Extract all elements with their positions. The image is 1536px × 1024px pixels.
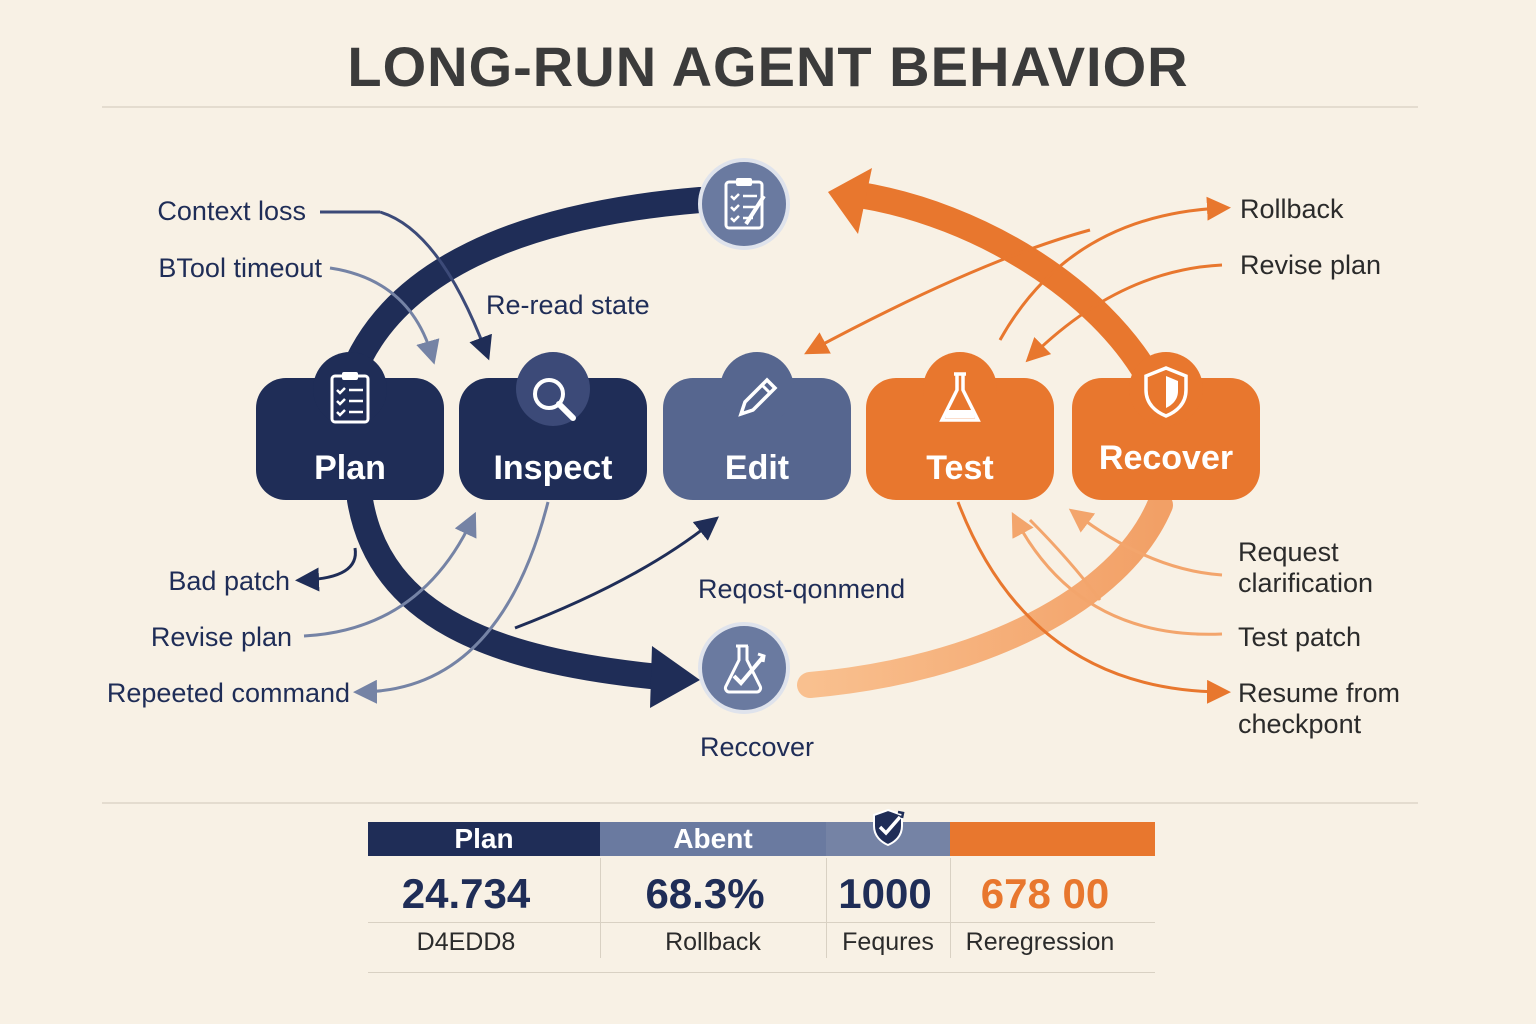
magnifier-icon <box>533 378 576 421</box>
table-column-divider <box>950 858 951 958</box>
left-label-revise-plan: Revise plan <box>150 622 292 652</box>
pencil-icon <box>738 377 778 417</box>
shield-check-icon <box>873 808 905 847</box>
cycle-arc-top-right <box>847 182 1163 393</box>
center-label-reread-state: Re-read state <box>486 290 650 320</box>
stage-label: Test <box>926 449 994 487</box>
top-orange-arrowhead <box>828 168 872 234</box>
metric-sublabel: Fequres <box>842 928 934 956</box>
stage-edit[interactable]: Edit <box>663 352 851 500</box>
clipboard-checklist-icon <box>330 372 370 424</box>
stage-label: Plan <box>314 449 386 487</box>
top-clipboard-node <box>698 158 790 250</box>
stage-label: Edit <box>724 449 790 487</box>
bottom-divider <box>102 802 1418 804</box>
shield-icon <box>1144 366 1188 418</box>
stage-inspect[interactable]: Inspect <box>459 352 647 500</box>
page-title: LONG-RUN AGENT BEHAVIOR <box>347 35 1189 98</box>
table-column-divider <box>826 858 827 958</box>
table-column-divider <box>600 858 601 958</box>
metric-value: 68.3% <box>645 870 765 917</box>
stage-inspect-cap <box>516 352 590 426</box>
metric-sublabel: Rollback <box>665 928 761 956</box>
table-row-divider <box>368 922 1155 923</box>
table-header-icon-cell <box>826 808 950 856</box>
left-label-tool-timeout: BTool timeout <box>158 253 322 283</box>
left-label-context-loss: Context loss <box>157 196 306 226</box>
stage-recover[interactable]: Recover <box>1072 352 1260 500</box>
right-label-request-clarification: Request clarification <box>1238 537 1374 598</box>
metric-value: 678 00 <box>980 870 1110 917</box>
left-label-bad-patch: Bad patch <box>168 566 290 596</box>
stage-label: Recover <box>1098 439 1234 477</box>
center-label-request: Reqost-qonmend <box>698 574 906 604</box>
cycle-arc-bottom-right <box>797 492 1173 698</box>
metric-sublabel: D4EDD8 <box>416 928 516 956</box>
right-label-revise-plan: Revise plan <box>1240 250 1382 280</box>
clipboard-checklist-icon <box>724 178 766 230</box>
table-header-plan: Plan <box>368 822 600 856</box>
bottom-navy-arrowhead <box>650 646 700 708</box>
left-label-repeated-command: Repeeted command <box>106 678 350 708</box>
table-bottom-divider <box>368 972 1155 973</box>
flask-icon <box>939 372 981 422</box>
metric-value: 1000 <box>838 870 932 917</box>
stage-test[interactable]: Test <box>866 352 1054 500</box>
table-header-abent: Abent <box>600 822 826 856</box>
bottom-flask-node <box>698 622 790 714</box>
stage-plan[interactable]: Plan <box>256 352 444 500</box>
right-label-rollback: Rollback <box>1240 194 1344 224</box>
metric-sublabel: Reregression <box>965 928 1115 956</box>
cycle-arc-bottom-left <box>347 487 663 689</box>
right-label-resume-checkpoint: Resume from checkpont <box>1238 678 1401 739</box>
metric-value: 24.734 <box>401 870 531 917</box>
right-label-test-patch: Test patch <box>1238 622 1362 652</box>
stage-label: Inspect <box>493 449 613 487</box>
bottom-node-label: Reccover <box>700 732 815 762</box>
table-header-orange <box>950 822 1155 856</box>
top-divider <box>102 106 1418 108</box>
flask-check-icon <box>723 644 766 694</box>
cycle-arc-top-left <box>337 187 713 393</box>
